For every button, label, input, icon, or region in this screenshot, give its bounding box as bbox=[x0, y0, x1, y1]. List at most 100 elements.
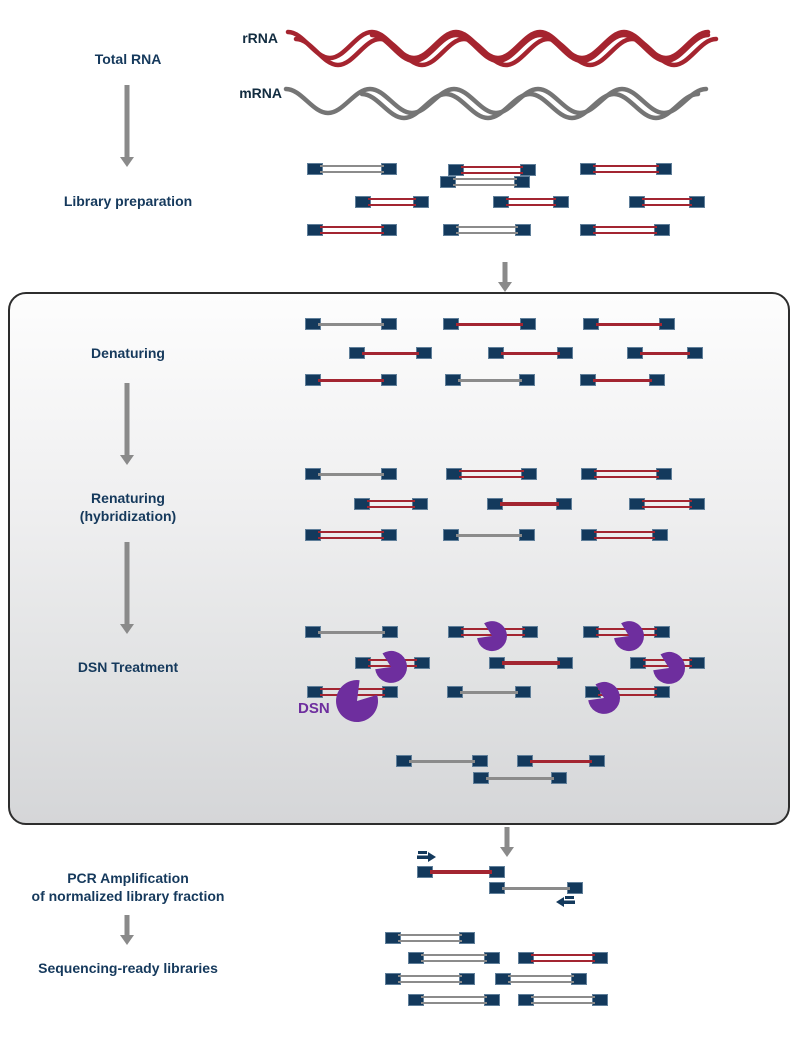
strand-line bbox=[531, 1002, 595, 1004]
renaturing-fragment-double-red bbox=[581, 529, 668, 541]
dsn-treatment-fragment-double-red bbox=[585, 686, 670, 698]
adapter-block bbox=[654, 626, 670, 638]
sequencing-ready-fragment-double-gray bbox=[385, 932, 475, 944]
strand-line bbox=[320, 226, 384, 228]
strand-line bbox=[598, 694, 657, 696]
sequencing-ready-fragment-double-gray bbox=[385, 973, 475, 985]
adapter-block bbox=[446, 468, 462, 480]
strand-line bbox=[318, 472, 384, 476]
adapter-block bbox=[354, 498, 370, 510]
adapter-block bbox=[521, 468, 537, 480]
adapter-block bbox=[553, 196, 569, 208]
adapter-block bbox=[689, 657, 705, 669]
adapter-block bbox=[413, 196, 429, 208]
strand-line bbox=[318, 531, 384, 533]
strand-line bbox=[530, 759, 592, 763]
strand-line bbox=[642, 506, 692, 508]
adapter-block bbox=[443, 224, 459, 236]
sequencing-ready-fragment-double-red bbox=[518, 952, 608, 964]
adapter-block bbox=[307, 224, 323, 236]
strand-line bbox=[593, 171, 659, 173]
strand-line bbox=[596, 322, 662, 326]
sequencing-ready-fragment-double-gray bbox=[495, 973, 587, 985]
adapter-block bbox=[656, 163, 672, 175]
dsn-treatment-fragment-double-red bbox=[630, 657, 705, 669]
down-arrow bbox=[499, 827, 515, 857]
down-arrow bbox=[119, 85, 135, 167]
library-preparation-fragment-double-gray bbox=[440, 176, 530, 188]
adapter-block bbox=[459, 973, 475, 985]
strand-line bbox=[398, 940, 462, 942]
label-renaturing-line2: (hybridization) bbox=[79, 508, 177, 525]
adapter-block bbox=[583, 626, 599, 638]
arrow-shaft bbox=[124, 85, 130, 158]
strand-line bbox=[368, 198, 416, 200]
strand-line bbox=[320, 232, 384, 234]
adapter-block bbox=[518, 994, 534, 1006]
library-preparation-fragment-double-red bbox=[307, 224, 397, 236]
post-dsn-fragment-single-gray bbox=[396, 755, 488, 767]
denaturing-fragment-single-red bbox=[627, 347, 703, 359]
strand-line bbox=[596, 634, 657, 636]
sequencing-ready-fragment-double-gray bbox=[408, 994, 500, 1006]
label-dsn-enzyme: DSN bbox=[298, 700, 330, 717]
strand-line bbox=[409, 759, 475, 763]
strand-line bbox=[501, 351, 560, 355]
adapter-block bbox=[514, 176, 530, 188]
adapter-block bbox=[408, 994, 424, 1006]
adapter-block bbox=[629, 196, 645, 208]
strand-line bbox=[506, 198, 556, 200]
adapter-block bbox=[381, 163, 397, 175]
label-renaturing: Renaturing (hybridization) bbox=[8, 489, 248, 525]
renaturing-fragment-double-red bbox=[354, 498, 428, 510]
strand-line bbox=[460, 690, 518, 694]
strand-line bbox=[453, 184, 517, 186]
renaturing-fragment-double-red bbox=[629, 498, 705, 510]
denaturing-fragment-single-red bbox=[488, 347, 573, 359]
adapter-block bbox=[592, 994, 608, 1006]
adapter-block bbox=[495, 973, 511, 985]
library-preparation-fragment-double-gray bbox=[307, 163, 397, 175]
library-preparation-fragment-double-red bbox=[355, 196, 429, 208]
library-preparation-fragment-double-gray bbox=[443, 224, 531, 236]
pcr-fragment-single-gray bbox=[489, 882, 583, 894]
adapter-block bbox=[571, 973, 587, 985]
strand-line bbox=[531, 996, 595, 998]
adapter-block bbox=[448, 626, 464, 638]
arrow-head-icon bbox=[120, 455, 134, 465]
strand-line bbox=[594, 470, 659, 472]
strand-line bbox=[421, 996, 487, 998]
adapter-block bbox=[630, 657, 646, 669]
strand-line bbox=[456, 533, 522, 537]
strand-line bbox=[318, 630, 385, 634]
renaturing-fragment-single-gray bbox=[443, 529, 535, 541]
strand-line bbox=[398, 981, 462, 983]
strand-line bbox=[459, 476, 524, 478]
strand-line bbox=[456, 226, 518, 228]
down-arrow bbox=[119, 915, 135, 945]
adapter-block bbox=[581, 468, 597, 480]
adapter-block bbox=[381, 224, 397, 236]
adapter-block bbox=[629, 498, 645, 510]
label-sequencing-ready: Sequencing-ready libraries bbox=[38, 960, 218, 976]
down-arrow bbox=[119, 542, 135, 634]
adapter-block bbox=[408, 952, 424, 964]
denaturing-fragment-single-red bbox=[305, 374, 397, 386]
adapter-block bbox=[355, 196, 371, 208]
adapter-block bbox=[592, 952, 608, 964]
dsn-treatment-fragment-double-red bbox=[355, 657, 430, 669]
strand-line bbox=[459, 470, 524, 472]
strand-line bbox=[643, 665, 692, 667]
strand-line bbox=[461, 628, 525, 630]
strand-line bbox=[456, 322, 523, 326]
strand-line bbox=[368, 659, 417, 661]
strand-line bbox=[598, 688, 657, 690]
down-arrow bbox=[497, 262, 513, 292]
denaturing-fragment-single-gray bbox=[445, 374, 535, 386]
dsn-treatment-fragment-double-red bbox=[448, 626, 538, 638]
arrow-head-icon bbox=[120, 935, 134, 945]
adapter-block bbox=[520, 164, 536, 176]
adapter-block bbox=[307, 163, 323, 175]
strand-line bbox=[453, 178, 517, 180]
